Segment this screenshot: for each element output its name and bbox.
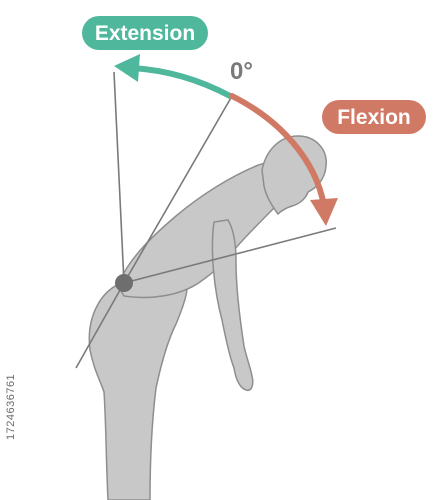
figure-legs	[88, 271, 189, 500]
flexion-pill	[322, 100, 426, 134]
flexion-label: Flexion	[322, 100, 426, 134]
extension-label: Extension	[82, 16, 208, 50]
flexion-arc-path	[229, 93, 327, 209]
human-figure	[88, 135, 327, 500]
line-flexion	[123, 227, 337, 284]
figure-head	[261, 135, 327, 216]
extension-text: Extension	[95, 22, 195, 45]
flexion-text: Flexion	[337, 106, 411, 129]
line-zero-lower	[75, 282, 125, 369]
reference-lines	[75, 71, 337, 369]
zero-angle-label: 0°	[230, 58, 253, 85]
line-vertical-upper	[113, 71, 125, 284]
extension-pill	[82, 16, 208, 50]
flexion-arrowhead-icon	[310, 198, 338, 226]
hip-joint-dot-icon	[115, 274, 133, 292]
flexion-arc	[229, 93, 338, 226]
figure-arm	[211, 219, 254, 392]
extension-arrowhead-icon	[114, 54, 140, 82]
extension-arc	[114, 54, 233, 99]
line-zero-upper	[123, 95, 233, 284]
extension-arc-path	[129, 65, 233, 99]
stock-id-text: 1724636761	[5, 374, 17, 440]
